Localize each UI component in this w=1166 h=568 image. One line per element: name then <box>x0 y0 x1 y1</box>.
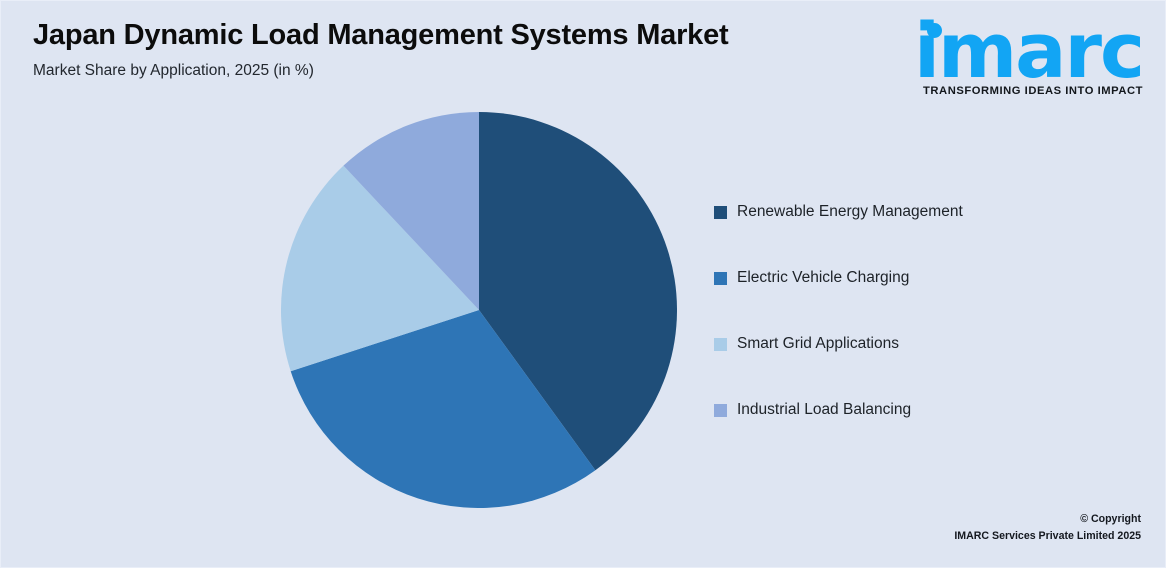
copyright-block: © Copyright IMARC Services Private Limit… <box>954 511 1141 545</box>
legend-item-label: Industrial Load Balancing <box>737 401 912 418</box>
legend-item-label: Smart Grid Applications <box>737 335 899 352</box>
legend-item[interactable]: Renewable Energy Management <box>714 179 1134 245</box>
imarc-logo: imarc TRANSFORMING IDEAS INTO IMPACT <box>907 13 1147 98</box>
page-subtitle: Market Share by Application, 2025 (in %) <box>33 62 314 79</box>
legend-item[interactable]: Electric Vehicle Charging <box>714 245 1134 311</box>
legend-swatch-icon <box>714 205 727 219</box>
legend-item[interactable]: Smart Grid Applications <box>714 311 1134 377</box>
legend-item-label: Electric Vehicle Charging <box>737 269 910 286</box>
pie-slice-group: Renewable Energy Management: 40%Electric… <box>281 112 677 508</box>
logo-wordmark-text: imarc <box>907 13 1147 89</box>
pie-chart-svg: Renewable Energy Management: 40%Electric… <box>281 112 677 508</box>
legend-item-label: Renewable Energy Management <box>737 203 963 220</box>
logo-wordmark-label: imarc <box>913 6 1145 95</box>
copyright-line-1: © Copyright <box>1080 513 1141 525</box>
logo-dot-icon <box>927 23 942 38</box>
pie-chart: Renewable Energy Management: 40%Electric… <box>281 112 677 508</box>
legend-swatch-icon <box>714 403 727 417</box>
pie-slice[interactable]: Renewable Energy Management: 40% <box>479 112 677 471</box>
legend-swatch-icon <box>714 337 727 351</box>
pie-slice[interactable]: Industrial Load Balancing: 12% <box>343 112 479 310</box>
legend-item[interactable]: Industrial Load Balancing <box>714 377 1134 443</box>
pie-slice[interactable]: Smart Grid Applications: 18% <box>281 165 479 372</box>
pie-slice[interactable]: Electric Vehicle Charging: 30% <box>290 310 596 508</box>
logo-tagline: TRANSFORMING IDEAS INTO IMPACT <box>923 85 1143 97</box>
legend-swatch-icon <box>714 271 727 285</box>
header-block: Japan Dynamic Load Management Systems Ma… <box>33 17 913 81</box>
page-title: Japan Dynamic Load Management Systems Ma… <box>33 19 729 51</box>
copyright-line-2: IMARC Services Private Limited 2025 <box>954 530 1141 542</box>
